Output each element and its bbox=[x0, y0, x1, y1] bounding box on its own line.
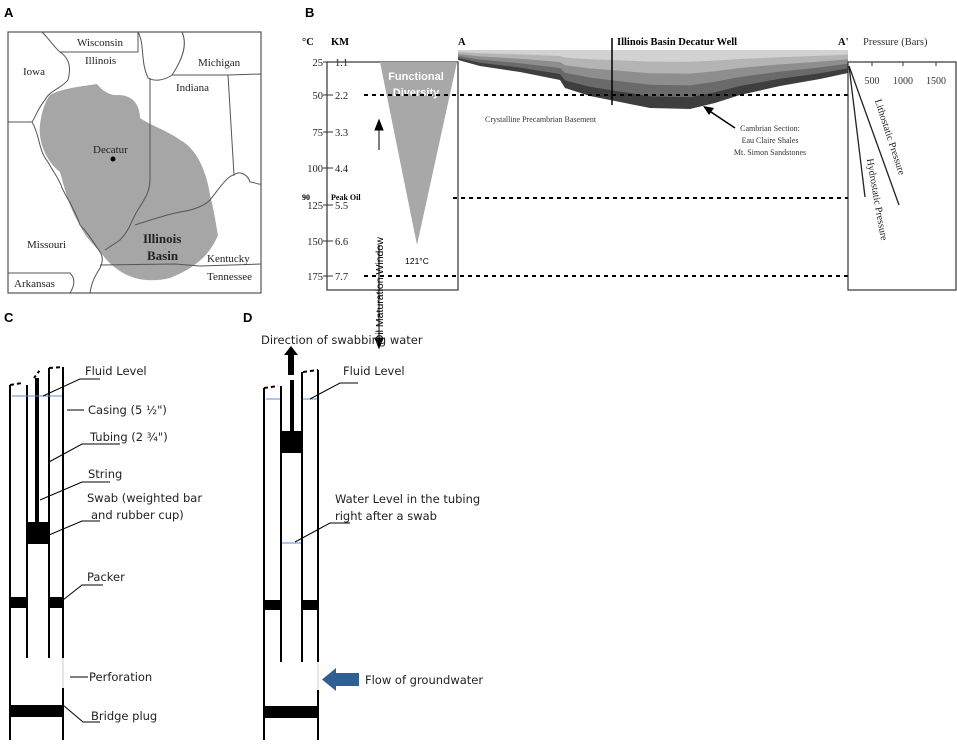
swab bbox=[27, 522, 49, 544]
cambrian-arrow-line bbox=[707, 109, 736, 129]
pressure-title: Pressure (Bars) bbox=[863, 37, 928, 48]
temp-header: °C bbox=[302, 37, 314, 48]
oil-window-arrow bbox=[374, 118, 384, 350]
label-fluid-level: Fluid Level bbox=[85, 364, 147, 378]
hydrostatic-line bbox=[848, 65, 866, 198]
label-bridge-plug: Bridge plug bbox=[91, 709, 157, 723]
label-string: String bbox=[88, 467, 122, 481]
casing-top-dash bbox=[302, 369, 319, 373]
label-perforation: Perforation bbox=[89, 670, 152, 684]
peak-oil-temp: 90 bbox=[302, 193, 310, 202]
illinois-basin-shape bbox=[39, 84, 218, 281]
pressure-tick-label: 500 bbox=[865, 76, 880, 87]
panel-label-b: B bbox=[305, 5, 314, 20]
section-a-label: A bbox=[458, 37, 466, 48]
label-swab-line2: and rubber cup) bbox=[91, 508, 184, 522]
functional-diversity-triangle bbox=[380, 62, 457, 245]
oil-window-label: Oil Maturation Window bbox=[374, 237, 386, 343]
cambrian-label-line3: Mt. Simon Sandstones bbox=[734, 148, 806, 157]
km-tick-label: 4.4 bbox=[335, 164, 349, 175]
temp-tick-label: 75 bbox=[313, 128, 324, 139]
label-swab-line1: Swab (weighted bar bbox=[87, 491, 202, 505]
temp-tick-label: 25 bbox=[313, 58, 324, 69]
decatur-dot-icon bbox=[110, 156, 116, 162]
bridge-plug bbox=[264, 706, 318, 718]
cambrian-label-line1: Cambrian Section: bbox=[740, 124, 800, 133]
panel-label-a: A bbox=[4, 5, 14, 20]
section-a-prime-label: A' bbox=[838, 37, 849, 48]
well-diagram-c bbox=[9, 366, 120, 740]
apex-temp-label: 121°C bbox=[405, 256, 429, 266]
km-tick-label: 5.5 bbox=[335, 201, 348, 212]
state-label-arkansas: Arkansas bbox=[14, 278, 55, 290]
label-flow: Flow of groundwater bbox=[365, 673, 483, 687]
cambrian-label-line2: Eau Claire Shales bbox=[742, 136, 799, 145]
state-label-tennessee: Tennessee bbox=[207, 271, 252, 283]
map-panel: Wisconsin Illinois Iowa Michigan Indiana… bbox=[7, 31, 262, 294]
label-tubing: Tubing (2 ¾") bbox=[89, 430, 168, 444]
packer-left bbox=[264, 600, 281, 610]
swabbing-direction-arrow-icon bbox=[284, 346, 298, 375]
groundwater-flow-arrow-icon bbox=[322, 668, 359, 691]
pressure-tick-label: 1500 bbox=[926, 76, 946, 87]
state-label-illinois: Illinois bbox=[85, 55, 116, 67]
temp-tick-label: 125 bbox=[307, 201, 323, 212]
panel-label-c: C bbox=[4, 310, 14, 325]
well-label: Illinois Basin Decatur Well bbox=[617, 37, 737, 48]
peak-oil-label: Peak Oil bbox=[331, 193, 361, 202]
temp-tick-label: 100 bbox=[307, 164, 323, 175]
functional-diversity-line1: Functional bbox=[388, 71, 444, 83]
well-diagram-d bbox=[263, 369, 358, 740]
label-water-level-line2: right after a swab bbox=[335, 509, 437, 523]
basin-layers bbox=[458, 50, 848, 109]
basin-label-line2: Basin bbox=[147, 248, 179, 263]
state-label-iowa: Iowa bbox=[23, 66, 45, 78]
basement-label: Crystalline Precambrian Basement bbox=[485, 115, 597, 124]
label-water-level-line1: Water Level in the tubing bbox=[335, 492, 480, 506]
pressure-box bbox=[847, 61, 957, 291]
panel-label-d: D bbox=[243, 310, 252, 325]
state-label-wisconsin: Wisconsin bbox=[77, 37, 123, 49]
km-tick-label: 1.1 bbox=[335, 58, 348, 69]
city-label-decatur: Decatur bbox=[93, 144, 128, 156]
label-casing: Casing (5 ½") bbox=[88, 403, 167, 417]
cambrian-arrow-head-icon bbox=[703, 106, 714, 115]
bridge-plug bbox=[10, 705, 63, 717]
label-fluid-level-d: Fluid Level bbox=[343, 364, 405, 378]
temp-tick-label: 50 bbox=[313, 91, 324, 102]
temp-tick-label: 150 bbox=[307, 237, 323, 248]
basin-layer bbox=[458, 50, 848, 62]
state-borders bbox=[8, 31, 262, 294]
lithostatic-line bbox=[848, 65, 900, 206]
km-tick-label: 7.7 bbox=[335, 272, 348, 283]
state-label-michigan: Michigan bbox=[198, 57, 241, 69]
cross-section-panel: °C KM 25 1.1 50 2.2 75 3.3 100 4.4 125 5.5 150 6.6 1… bbox=[302, 37, 957, 350]
pressure-tick-label: 1000 bbox=[893, 76, 913, 87]
label-direction: Direction of swabbing water bbox=[261, 333, 423, 347]
label-packer: Packer bbox=[87, 570, 125, 584]
state-label-indiana: Indiana bbox=[176, 82, 209, 94]
depth-dashed-lines bbox=[364, 94, 848, 277]
km-header: KM bbox=[331, 37, 349, 48]
state-label-kentucky: Kentucky bbox=[207, 253, 250, 265]
functional-diversity-line2: Diversity bbox=[393, 87, 440, 99]
temp-tick-label: 175 bbox=[307, 272, 323, 283]
packer-left bbox=[10, 597, 27, 608]
packer-right bbox=[302, 600, 318, 610]
km-tick-label: 3.3 bbox=[335, 128, 348, 139]
km-tick-label: 2.2 bbox=[335, 91, 348, 102]
state-label-missouri: Missouri bbox=[27, 239, 66, 251]
swab bbox=[281, 431, 302, 453]
km-tick-label: 6.6 bbox=[335, 237, 348, 248]
casing-top-dash bbox=[263, 385, 279, 389]
casing-top-dash bbox=[9, 382, 23, 386]
casing-top-dash bbox=[48, 366, 64, 369]
packer-right bbox=[49, 597, 63, 608]
tubing-top-dash bbox=[33, 369, 41, 379]
basin-label-line1: Illinois bbox=[143, 231, 181, 246]
